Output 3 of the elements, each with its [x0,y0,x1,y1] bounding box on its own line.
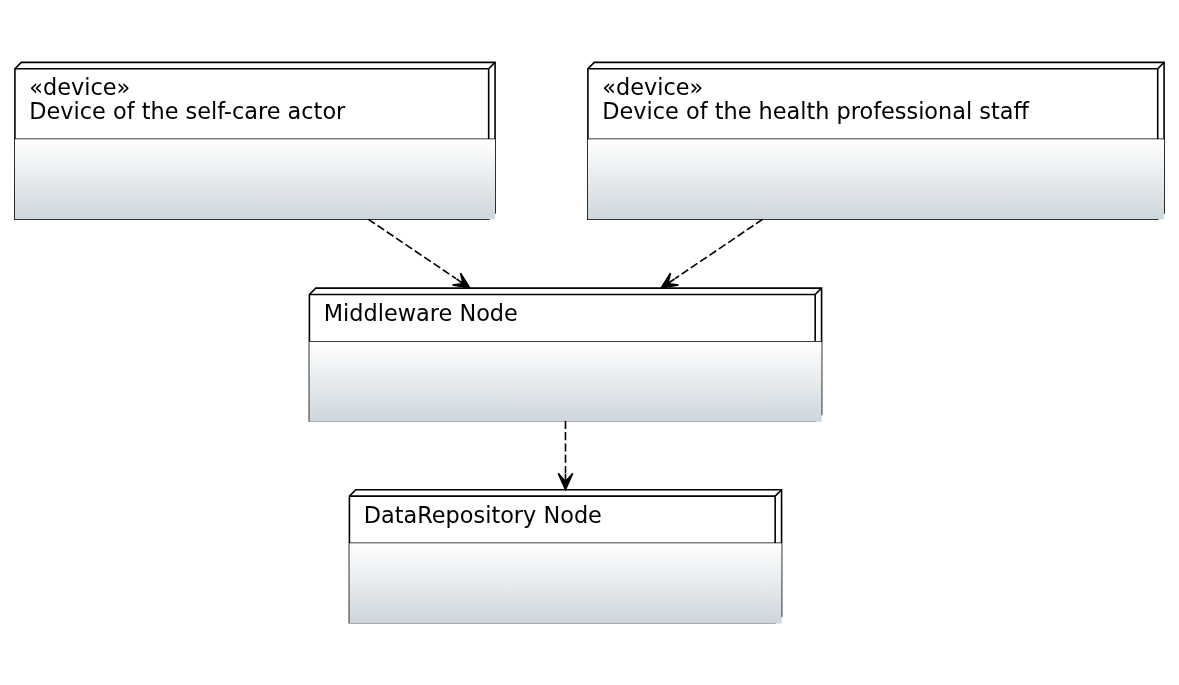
arrow [660,218,764,289]
arrow [557,420,574,491]
arrow [367,218,471,289]
